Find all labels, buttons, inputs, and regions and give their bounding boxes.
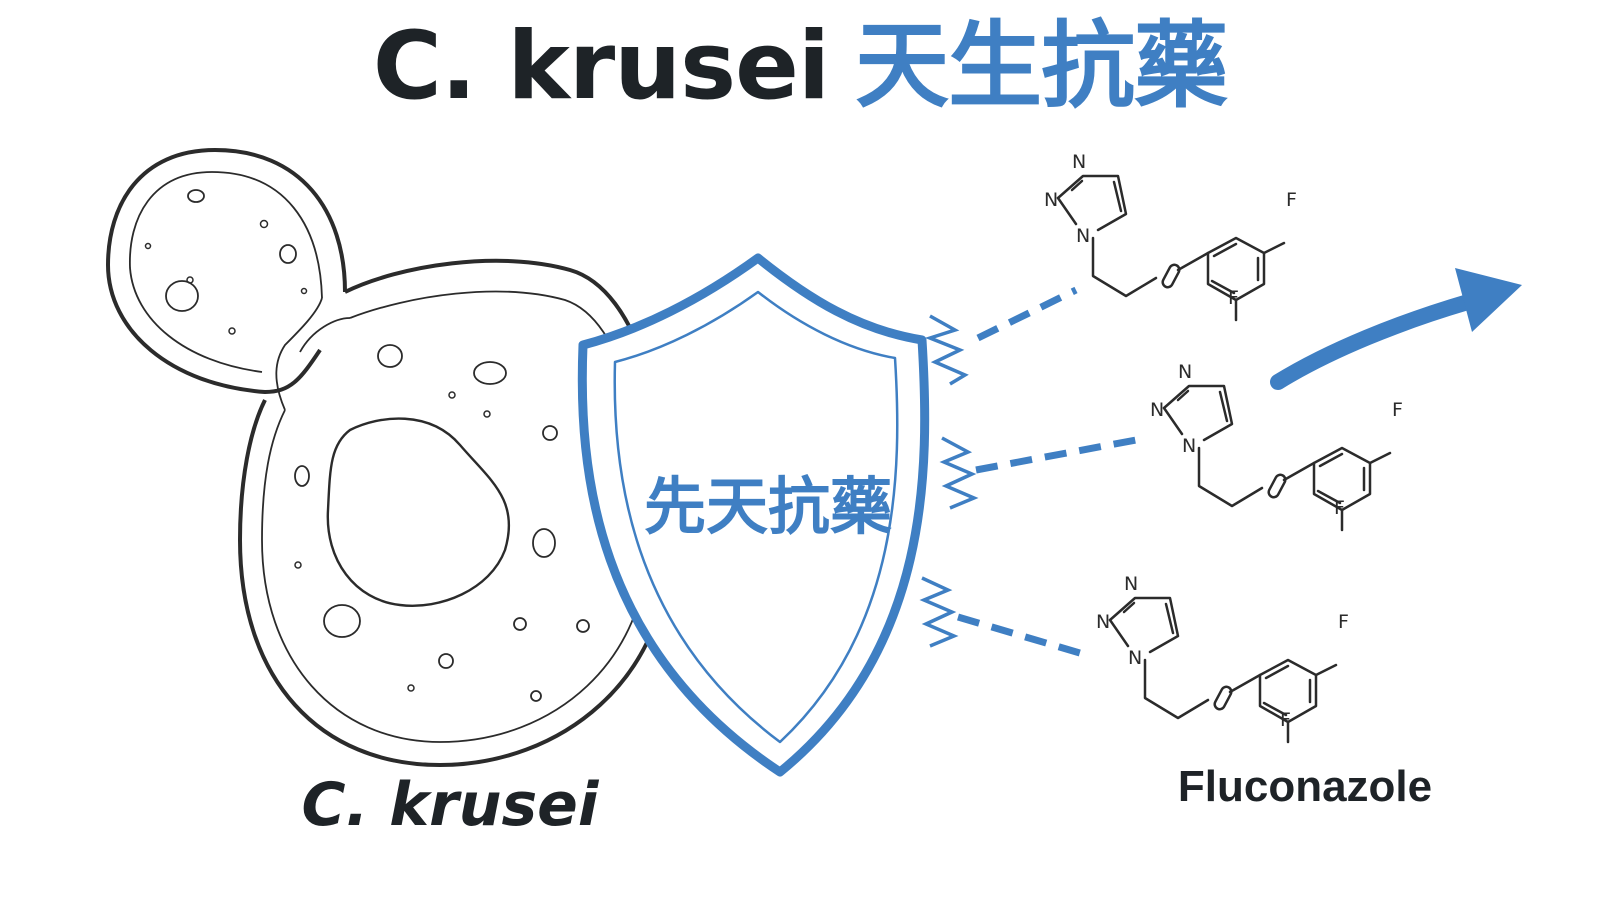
- fluconazole-molecule: N N N F F: [1044, 151, 1297, 322]
- drug-attack-line: [957, 613, 1091, 660]
- atom-label: F: [1334, 497, 1345, 519]
- title-cjk: 天生抗藥: [855, 12, 1228, 121]
- atom-label: N: [1096, 611, 1110, 633]
- atom-label: N: [1076, 225, 1090, 247]
- impact-burst-icon: [924, 314, 969, 386]
- atom-label: N: [1178, 361, 1192, 383]
- atom-label: F: [1338, 611, 1349, 633]
- impact-burst-icon: [919, 576, 959, 648]
- fluconazole-molecule: N N N F F: [1096, 573, 1349, 744]
- shield-label: 先天抗藥: [644, 470, 892, 543]
- cell-label: C. krusei: [301, 770, 599, 840]
- atom-label: F: [1228, 287, 1239, 309]
- title-latin: C. krusei: [372, 12, 830, 121]
- yeast-bud: [105, 147, 347, 395]
- atom-label: N: [1124, 573, 1138, 595]
- atom-label: F: [1286, 189, 1297, 211]
- shield: 先天抗藥: [577, 253, 930, 777]
- drug-attack-line: [975, 436, 1137, 474]
- deflection-arrow-icon: [1270, 268, 1522, 390]
- atom-label: F: [1392, 399, 1403, 421]
- impact-burst-icon: [939, 436, 979, 510]
- yeast-mother-cell: [237, 258, 673, 768]
- drug-attack-line: [976, 286, 1078, 342]
- atom-label: N: [1072, 151, 1086, 173]
- atom-label: N: [1044, 189, 1058, 211]
- drug-label: Fluconazole: [1177, 762, 1433, 811]
- atom-label: N: [1128, 647, 1142, 669]
- atom-label: N: [1150, 399, 1164, 421]
- fluconazole-molecule: N N N F F: [1150, 361, 1403, 532]
- atom-label: N: [1182, 435, 1196, 457]
- atom-label: F: [1280, 709, 1291, 731]
